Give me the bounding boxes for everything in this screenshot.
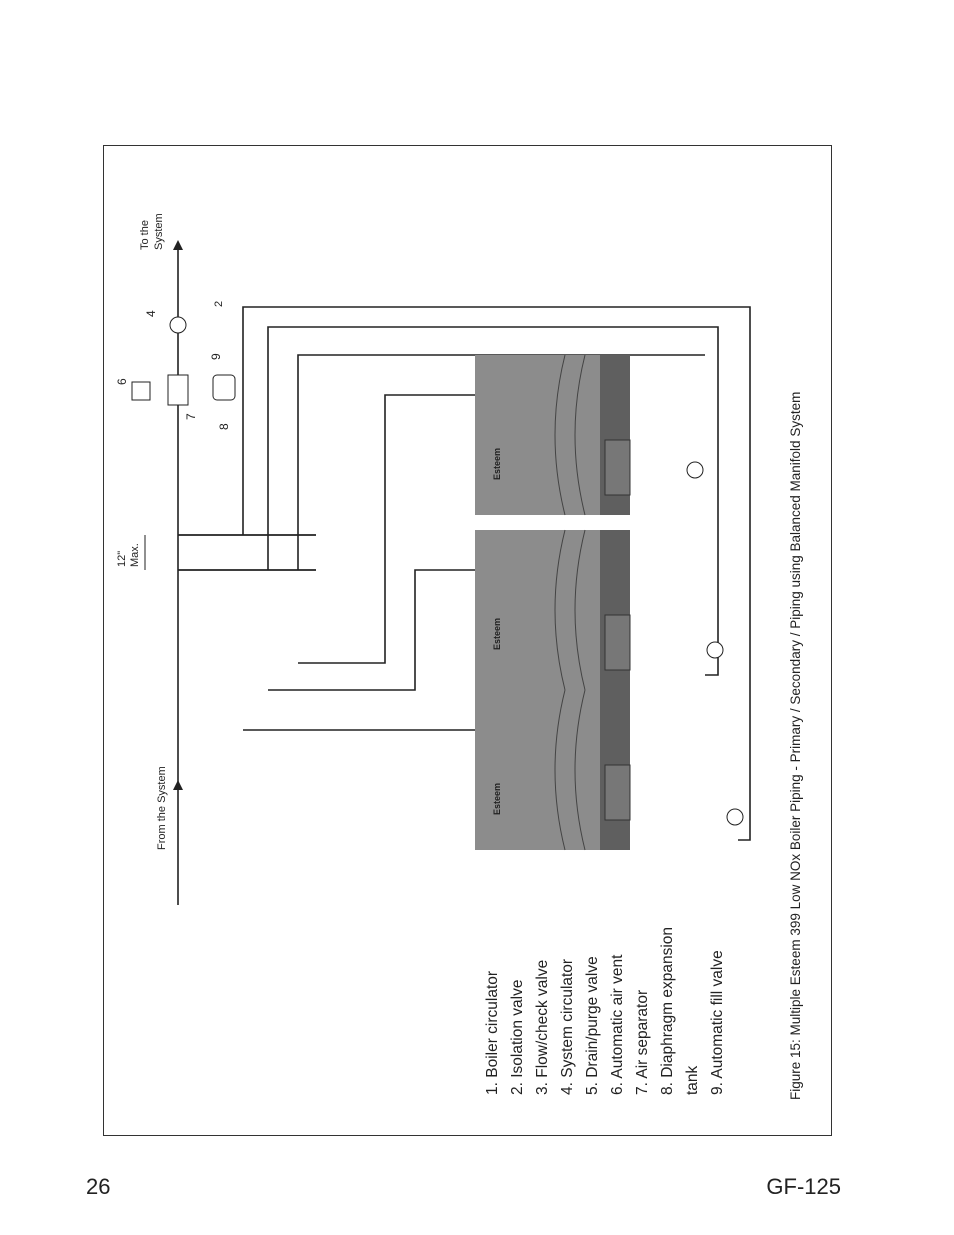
legend-item: 1. Boiler circulator	[484, 971, 501, 1095]
boiler-3: Esteem	[475, 354, 631, 516]
from-system-label: From the System	[156, 766, 168, 850]
diagram-rotated: Esteem Esteem Esteem	[115, 213, 803, 1100]
boiler-brand-label: Esteem	[492, 783, 502, 815]
page-number: 26	[86, 1174, 111, 1199]
legend-item: 6. Automatic air vent	[609, 954, 626, 1095]
to-system-label-2: System	[153, 213, 165, 250]
figure-caption: Figure 15: Multiple Esteem 399 Low NOx B…	[788, 392, 803, 1100]
max-word-label: Max.	[129, 543, 141, 567]
boiler-brand-label: Esteem	[492, 448, 502, 480]
system-circulator-icon	[169, 316, 187, 334]
boiler-2: Esteem	[475, 529, 631, 691]
air-vent-icon	[131, 381, 151, 401]
legend-item: 3. Flow/check valve	[534, 960, 551, 1095]
legend-item: 8. Diaphragm expansion	[659, 927, 676, 1095]
callout-8: 8	[217, 423, 231, 430]
callout-4: 4	[144, 310, 158, 317]
callout-7: 7	[184, 413, 198, 420]
callout-9: 9	[209, 353, 223, 360]
primary-loop-pipes	[178, 306, 751, 841]
legend: 1. Boiler circulator 2. Isolation valve …	[484, 927, 726, 1095]
legend-item: 7. Air separator	[634, 990, 651, 1095]
doc-code: GF-125	[766, 1174, 841, 1199]
from-system-arrow	[173, 780, 183, 790]
air-separator-icon	[167, 374, 189, 406]
callout-6: 6	[115, 378, 129, 385]
boiler-brand-label: Esteem	[492, 618, 502, 650]
legend-item: 9. Automatic fill valve	[709, 950, 726, 1095]
boiler-circulator-icons	[686, 461, 744, 826]
to-system-label-1: To the	[139, 220, 151, 250]
legend-item: 2. Isolation valve	[509, 980, 526, 1095]
callout-2-top: 2	[213, 301, 225, 307]
max-12-label: 12"	[116, 551, 128, 567]
legend-item: 5. Drain/purge valve	[584, 956, 601, 1095]
to-system-arrow	[173, 240, 183, 250]
legend-item: tank	[684, 1065, 701, 1095]
figure-frame	[103, 145, 832, 1136]
legend-item: 4. System circulator	[559, 959, 576, 1095]
boiler-1: Esteem	[475, 689, 631, 851]
expansion-tank-icon	[212, 374, 236, 401]
